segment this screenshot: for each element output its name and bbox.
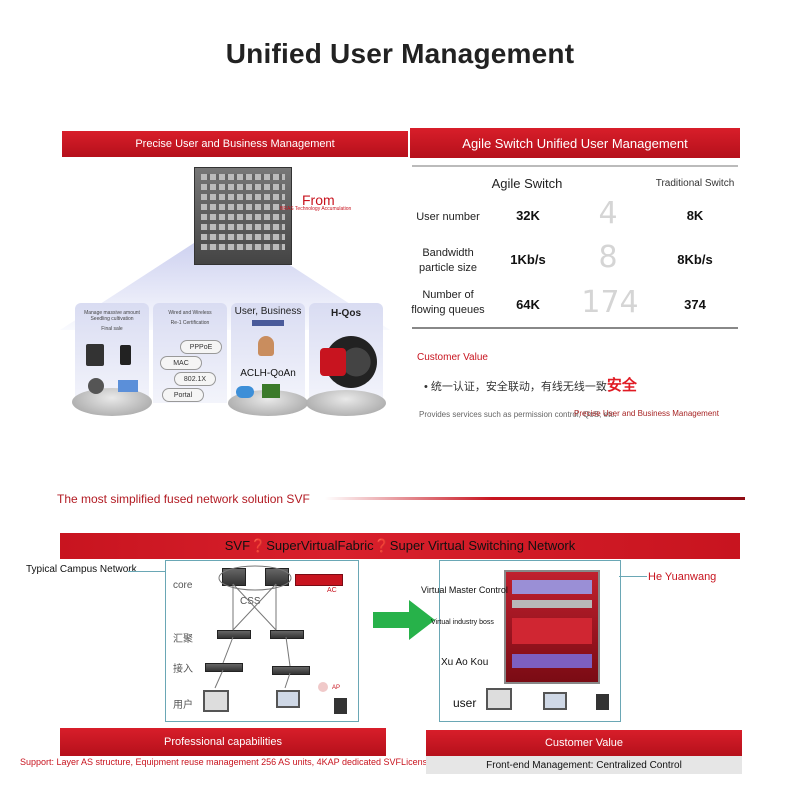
tablet-icon [86, 344, 104, 366]
customer-value-bullet-text: • 统一认证，安全联动，有线无线一致 [424, 381, 607, 393]
typical-leader-line [128, 571, 165, 572]
svf-headline: The most simplified fused network soluti… [57, 492, 310, 506]
laptop-icon-left [276, 690, 300, 708]
row-label-flow-queues: Number of flowing queues [411, 289, 485, 316]
ghost-value-1: 4 [598, 196, 618, 231]
svf-rack-image [504, 570, 600, 684]
agg-switch-2 [270, 630, 304, 639]
customer-value-bullet: • 统一认证，安全联动，有线无线一致安全 [424, 374, 637, 395]
monitor-icon [262, 384, 280, 398]
ap-label: AP [332, 685, 341, 691]
ghost-value-2: 8 [598, 240, 618, 275]
hqos-platform-disc [306, 390, 386, 416]
traditional-switch-col-header: Traditional Switch [655, 178, 735, 189]
agile-user-number: 32K [516, 208, 540, 223]
tablet-icon-right [596, 694, 609, 710]
typical-campus-label: Typical Campus Network [26, 564, 137, 575]
overlap-caption: Precise User and Business Management [574, 409, 719, 418]
printer-icon [118, 380, 138, 392]
access-switch-2 [272, 666, 310, 675]
phone-icon [120, 345, 131, 365]
network-links [214, 565, 292, 689]
user-business-tag [252, 320, 284, 326]
customer-value-banner-bottom: Customer Value [426, 730, 742, 756]
pc-icon-left [203, 690, 229, 712]
transform-arrow-icon [373, 600, 435, 640]
headline-swoosh [325, 497, 745, 500]
access-label: 接入 [173, 664, 193, 675]
css-label: CSS [240, 596, 261, 607]
frontend-management-text: Front-end Management: Centralized Contro… [486, 759, 682, 771]
agile-flow-queues: 64K [516, 297, 540, 312]
protocol-mac: MAC [160, 356, 202, 370]
laptop-icon-right [543, 692, 567, 710]
auth-column-sub: Re-1 Certification [170, 320, 210, 326]
core-label: core [173, 580, 193, 591]
table-bottom-divider [412, 327, 738, 329]
frontend-management-bar: Front-end Management: Centralized Contro… [426, 756, 742, 774]
customer-value-bottom-label: Customer Value [544, 737, 624, 749]
provides-services-text: Provides services such as permission con… [419, 410, 617, 419]
protocol-8021x: 802.1X [174, 372, 216, 386]
mgmt-column-sub: Final sale [101, 326, 123, 332]
typical-network-diagram [165, 560, 359, 722]
virtual-master-label: Virtual Master Control [421, 585, 508, 595]
agile-bandwidth: 1Kb/s [510, 252, 546, 267]
cloud-icon [236, 386, 254, 398]
camera-icon [88, 378, 104, 394]
ac-device [295, 574, 343, 586]
svf-banner-label: SVF❓SuperVirtualFabric❓Super Virtual Swi… [224, 538, 576, 553]
user-label-left: 用户 [173, 700, 193, 711]
from-sublabel: BRAS Technology Accumulation [280, 206, 352, 212]
protocol-pppoe: PPPoE [180, 340, 222, 354]
he-leader-line [619, 576, 647, 577]
bras-chassis-image [194, 167, 292, 265]
traditional-flow-queues: 374 [684, 297, 706, 312]
user-label-right: user [453, 696, 477, 710]
precise-management-banner: Precise User and Business Management [62, 131, 408, 157]
page-title: Unified User Management [225, 38, 575, 69]
he-yuanwang-label: He Yuanwang [648, 571, 717, 583]
agile-switch-banner: Agile Switch Unified User Management [410, 128, 740, 158]
agg-switch-1 [217, 630, 251, 639]
virtual-boss-label: Virtual industry boss [431, 619, 494, 626]
customer-value-emphasis: 安全 [606, 377, 637, 394]
ghost-value-3: 174 [581, 285, 639, 320]
professional-capabilities-banner: Professional capabilities [60, 728, 386, 756]
hqos-heading: H-Qos [331, 308, 361, 319]
precise-management-label: Precise User and Business Management [135, 138, 335, 150]
aggregation-label: 汇聚 [173, 634, 193, 645]
ap-icon [318, 682, 328, 692]
traditional-bandwidth: 8Kb/s [677, 252, 713, 267]
support-text: Support: Layer AS structure, Equipment r… [20, 757, 435, 767]
xu-ao-kou-label: Xu Ao Kou [441, 657, 489, 668]
person-icon [258, 336, 274, 356]
ac-label: AC [327, 587, 337, 594]
row-label-bandwidth: Bandwidth particle size [418, 247, 478, 274]
customer-value-title: Customer Value [417, 352, 488, 363]
agile-switch-col-header: Agile Switch [491, 176, 563, 191]
from-label: From [302, 192, 335, 208]
auth-column-heading: Wired and Wireless [168, 310, 212, 316]
svf-banner: SVF❓SuperVirtualFabric❓Super Virtual Swi… [60, 533, 740, 559]
user-business-sub: ACLH-QoAn [240, 368, 296, 379]
protocol-portal: Portal [162, 388, 204, 402]
mgmt-platform-disc [72, 388, 152, 416]
agile-switch-banner-label: Agile Switch Unified User Management [462, 135, 688, 151]
access-switch-1 [205, 663, 243, 672]
tablet-icon-left [334, 698, 347, 714]
traditional-user-number: 8K [686, 208, 704, 223]
professional-capabilities-label: Professional capabilities [163, 736, 282, 748]
user-business-heading: User, Business [234, 306, 302, 317]
pc-icon-right [486, 688, 512, 710]
table-top-divider [412, 165, 738, 167]
hqos-red-block [320, 348, 346, 376]
mgmt-column-heading: Manage massive amount Seedling cultivati… [84, 310, 140, 322]
row-label-user-number: User number [416, 211, 480, 223]
